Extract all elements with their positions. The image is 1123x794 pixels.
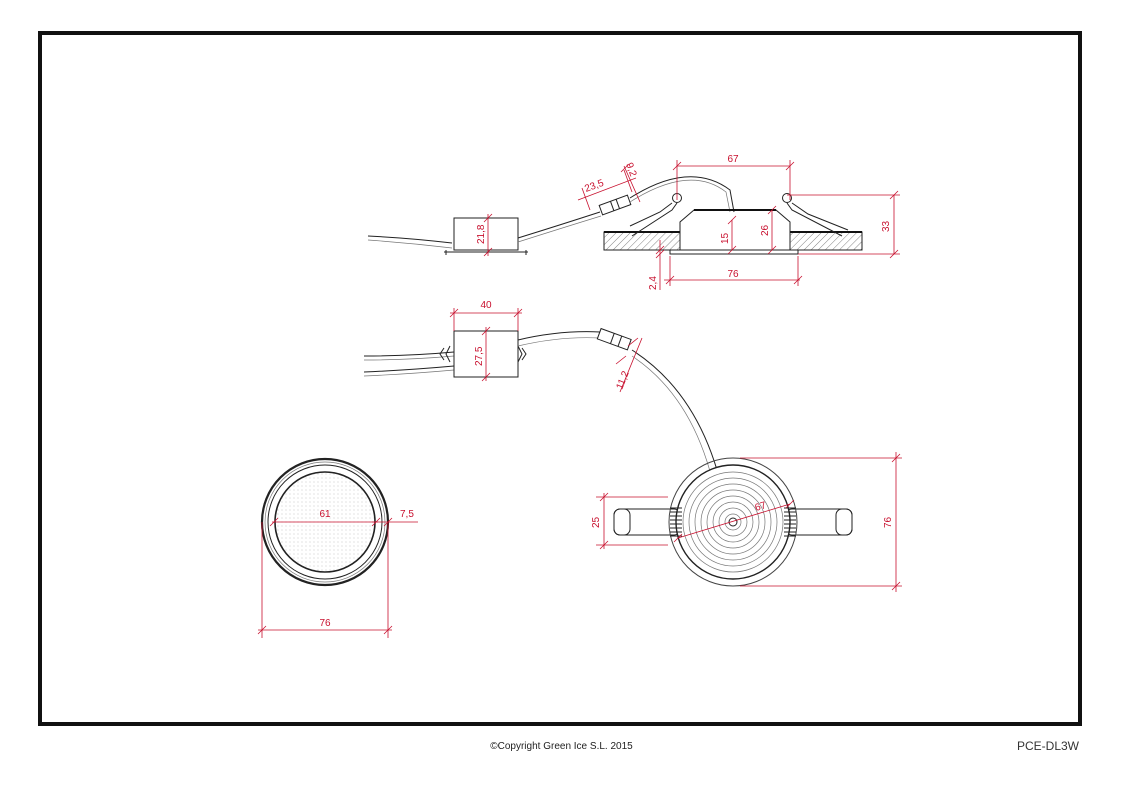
dim-connector-height: 11,2 [615,369,632,391]
front-view: 61 7,5 76 [257,457,418,638]
top-view: 40 27,5 11,2 [363,300,729,521]
dim-driver-length: 40 [480,300,492,311]
dim-clip-height: 9,2 [623,161,638,178]
back-outer-circle [668,457,798,587]
dim-driver-height-top: 27,5 [474,346,485,366]
dim-body-height: 26 [760,224,771,236]
ceiling-right [789,231,863,251]
copyright-text: ©Copyright Green Ice S.L. 2015 [490,741,633,752]
dim-side-width-top: 67 [727,154,739,165]
ceiling-left [603,231,681,251]
lamp-flange [669,249,799,255]
drawing-frame [38,31,1082,726]
back-view: 67 25 76 [591,452,902,592]
dim-back-outer-diameter: 76 [883,516,894,528]
dim-flange-thickness: 2,4 [648,276,659,290]
connector-side [598,194,632,216]
dim-front-rim: 7,5 [400,509,414,520]
dim-driver-height-side: 21,8 [476,224,487,244]
connector-top [596,327,632,351]
dim-front-inner-diameter: 61 [319,509,331,520]
dim-total-height: 33 [881,220,892,232]
product-code: PCE-DL3W [1016,739,1079,753]
back-body-circle [675,464,791,580]
dim-inner-height: 15 [720,232,731,244]
side-view: 67 9,2 23,5 21,8 15 26 33 [367,154,900,290]
dim-clip-width: 25 [591,516,602,528]
dim-back-inner-diameter: 67 [754,500,768,514]
driver-side-box [453,217,519,251]
lamp-body-side [679,209,791,250]
dim-connector-length: 23,5 [583,178,605,195]
dim-front-outer-diameter: 76 [319,618,331,629]
dim-flange-width: 76 [727,269,739,280]
